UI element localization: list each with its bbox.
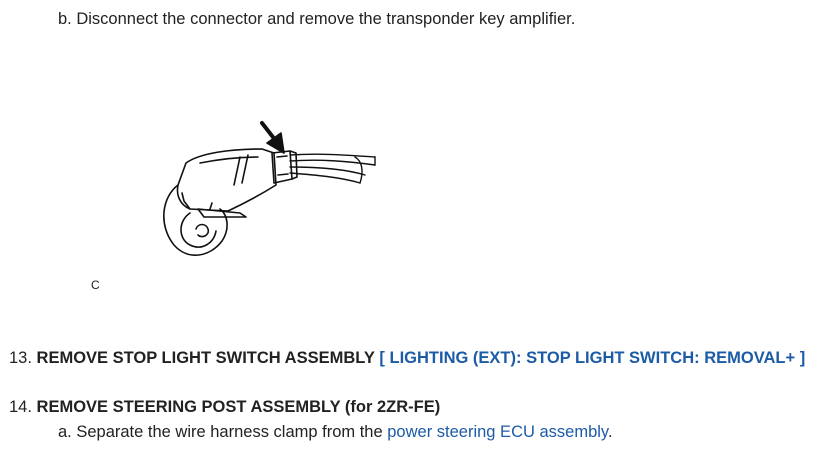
ring-antenna [163,184,228,256]
substep-a-prefix: a. Separate the wire harness clamp from … [58,423,388,441]
step-13: 13. REMOVE STOP LIGHT SWITCH ASSEMBLY [ … [9,348,805,368]
step-14-title: REMOVE STEERING POST ASSEMBLY (for 2ZR-F… [36,398,441,416]
step-14: 14. REMOVE STEERING POST ASSEMBLY (for 2… [9,397,440,417]
step-14-number: 14. [9,398,32,416]
transponder-amplifier-illustration [163,121,376,256]
substep-a-suffix: . [607,423,613,441]
amplifier-body [176,148,277,218]
substep-a-text: a. Separate the wire harness clamp from … [58,422,613,442]
figure-label: C [91,278,100,292]
step-13-title: REMOVE STOP LIGHT SWITCH ASSEMBLY [36,349,375,367]
stop-light-switch-removal-link[interactable]: [ LIGHTING (EXT): STOP LIGHT SWITCH: REM… [379,349,806,367]
step-13-number: 13. [9,349,32,367]
wire-harness [289,153,376,184]
arrow-pointer-icon [260,121,285,154]
power-steering-ecu-link[interactable]: power steering ECU assembly [387,423,608,441]
substep-b-text: b. Disconnect the connector and remove t… [58,10,576,28]
